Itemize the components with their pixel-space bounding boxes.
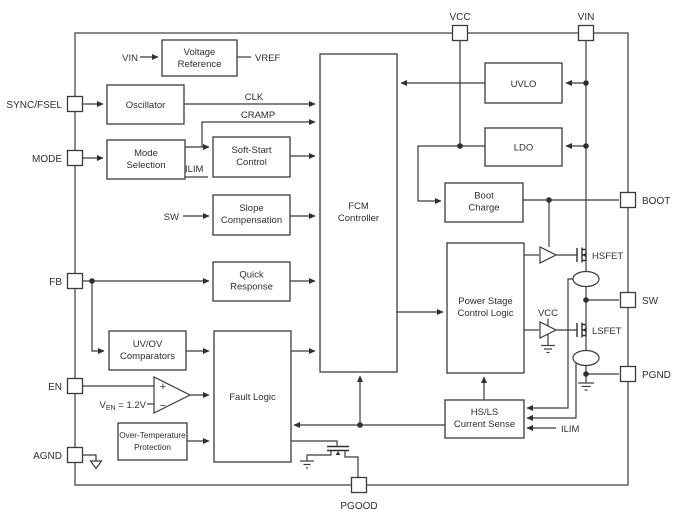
block-voltage-reference [161, 39, 238, 77]
ls-driver-triangle [539, 321, 558, 339]
pin-vcc [451, 24, 469, 42]
hsfet-symbol [576, 247, 587, 263]
soft-start-label-2: Control [236, 157, 267, 168]
lsfet-ground-icon [578, 382, 594, 391]
pin-vin [577, 24, 595, 42]
fcm-controller-label-2: Controller [338, 213, 379, 224]
signal-labels: VIN VREF CLK CRAMP ILIM SW VEN = 1.2V VC… [100, 53, 624, 435]
pin-label-sw: SW [642, 296, 659, 307]
uvlo-label: UVLO [511, 79, 537, 90]
quick-response-label-1: Quick [239, 270, 264, 281]
block-oscillator [106, 84, 185, 125]
pin-pgood [350, 476, 368, 494]
signal-sw-input: SW [164, 212, 179, 223]
uv-ov-label-2: Comparators [120, 351, 175, 362]
block-ldo [484, 127, 563, 167]
pin-sync-fsel [66, 95, 84, 113]
pin-label-vcc: VCC [449, 12, 470, 23]
block-quick-response [212, 261, 291, 302]
block-uv-ov-comparators [108, 330, 187, 371]
signal-vcc-driver: VCC [538, 308, 558, 319]
power-stage-label-2: Control Logic [458, 308, 514, 319]
pin-en [66, 377, 84, 395]
pin-label-mode: MODE [32, 154, 62, 165]
signal-clk: CLK [245, 92, 264, 103]
signal-ilim-sense: ILIM [561, 424, 580, 435]
boot-charge-label-2: Charge [468, 203, 499, 214]
block-fcm-controller [319, 53, 398, 373]
block-over-temperature [117, 422, 188, 461]
signal-ven: VEN = 1.2V [100, 400, 147, 412]
boot-charge-label-1: Boot [474, 191, 494, 202]
ls-driver-ground-icon [541, 344, 555, 354]
pgood-fet-symbol [306, 445, 359, 478]
function-blocks: Voltage Reference Oscillator Mode Select… [106, 39, 563, 463]
fault-logic-label: Fault Logic [229, 392, 276, 403]
hs-current-sense-loop [572, 270, 600, 288]
pin-agnd [66, 446, 84, 464]
current-sense-label-2: Current Sense [454, 419, 515, 430]
pin-sw [619, 291, 637, 309]
pin-fb [66, 272, 84, 290]
slope-compensation-label-2: Compensation [221, 215, 282, 226]
signal-vref: VREF [255, 53, 281, 64]
signal-cramp: CRAMP [241, 110, 275, 121]
over-temperature-label-1: Over-Temperature [119, 431, 186, 440]
lsfet-symbol [576, 322, 587, 338]
ls-current-sense-loop [572, 349, 600, 367]
pin-label-agnd: AGND [33, 451, 62, 462]
pgood-ground-icon [300, 460, 314, 469]
pin-label-pgood: PGOOD [340, 501, 377, 512]
comparator-minus: − [160, 400, 166, 412]
block-soft-start [212, 136, 291, 178]
junction-dots [89, 80, 589, 428]
signal-ilim-mode: ILIM [185, 164, 204, 175]
pin-pgnd [619, 365, 637, 383]
slope-compensation-label-1: Slope [239, 203, 263, 214]
pin-mode [66, 149, 84, 167]
signal-vin-input: VIN [122, 53, 138, 64]
block-uvlo [484, 62, 563, 104]
pin-labels: SYNC/FSEL MODE FB EN AGND VCC VIN BOOT S… [6, 12, 670, 512]
signal-lsfet: LSFET [592, 326, 622, 337]
over-temperature-label-2: Protection [134, 443, 171, 452]
block-boot-charge [444, 182, 524, 223]
ldo-label: LDO [514, 143, 534, 154]
quick-response-label-2: Response [230, 282, 273, 293]
mode-selection-label-1: Mode [134, 148, 158, 159]
agnd-ground-icon [89, 460, 103, 470]
pin-label-sync-fsel: SYNC/FSEL [6, 100, 62, 111]
hs-driver-triangle [539, 246, 558, 264]
block-slope-compensation [212, 194, 291, 236]
pin-label-fb: FB [49, 277, 62, 288]
pin-label-vin: VIN [578, 12, 595, 23]
current-sense-label-1: HS/LS [471, 407, 498, 418]
wires [82, 40, 619, 461]
block-fault-logic [213, 330, 292, 463]
oscillator-label: Oscillator [126, 100, 166, 111]
pin-boot [619, 191, 637, 209]
soft-start-label-1: Soft-Start [231, 145, 271, 156]
pins [66, 24, 637, 494]
en-comparator: + − [153, 376, 192, 414]
uv-ov-label-1: UV/OV [133, 339, 163, 350]
pin-label-pgnd: PGND [642, 370, 671, 381]
voltage-reference-label-2: Reference [178, 59, 222, 70]
mode-selection-label-2: Selection [126, 160, 165, 171]
voltage-reference-label-1: Voltage [184, 47, 216, 58]
block-power-stage [446, 242, 525, 374]
fcm-controller-label-1: FCM [348, 201, 369, 212]
block-current-sense [444, 399, 525, 439]
pin-label-boot: BOOT [642, 196, 670, 207]
pin-label-en: EN [48, 382, 62, 393]
block-mode-selection [106, 139, 186, 180]
signal-hsfet: HSFET [592, 251, 623, 262]
power-stage-label-1: Power Stage [458, 296, 512, 307]
comparator-plus: + [160, 381, 166, 393]
